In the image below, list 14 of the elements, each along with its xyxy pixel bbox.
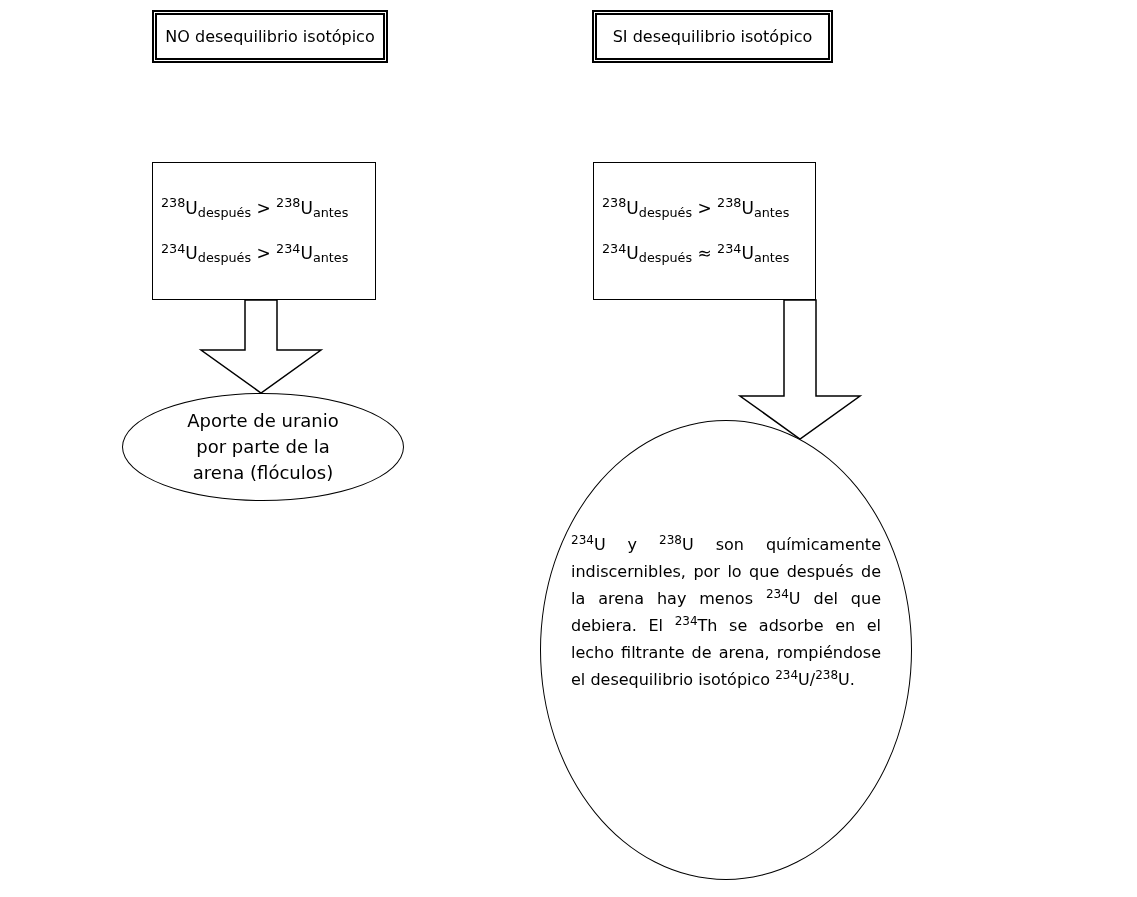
formula-box	[152, 162, 376, 300]
title-box	[592, 10, 833, 63]
formula: $^{234}$U$_{después}$ ≈ $^{234}$U$_{antes}$	[602, 241, 791, 267]
formula: $^{238}$U$_{después}$ > $^{238}$U$_{antes}$	[161, 195, 350, 221]
box-title: SI desequilibrio isotópico	[612, 25, 813, 48]
title-box	[152, 10, 388, 63]
block-arrow	[198, 299, 324, 394]
ellipse-text: Aporte de uranio por parte de la arena (flóculos)	[186, 409, 340, 485]
ellipse-text: $^{234}$U y $^{238}$U son químicamente indiscernibles, por lo que después de la arena hay menos $^{234}$U del que debiera. El $^{234}$Th se adsorbe en el lecho filtrante de arena, rompiéndose el desequilibrio isotópico $^{234}$U/$^{238}$U.	[571, 532, 881, 691]
block-arrow	[737, 299, 863, 440]
formula-box	[593, 162, 816, 300]
formula: $^{234}$U$_{después}$ > $^{234}$U$_{antes}$	[161, 241, 350, 267]
formula: $^{238}$U$_{después}$ > $^{238}$U$_{antes}$	[602, 195, 791, 221]
box-title: NO desequilibrio isotópico	[165, 25, 375, 48]
